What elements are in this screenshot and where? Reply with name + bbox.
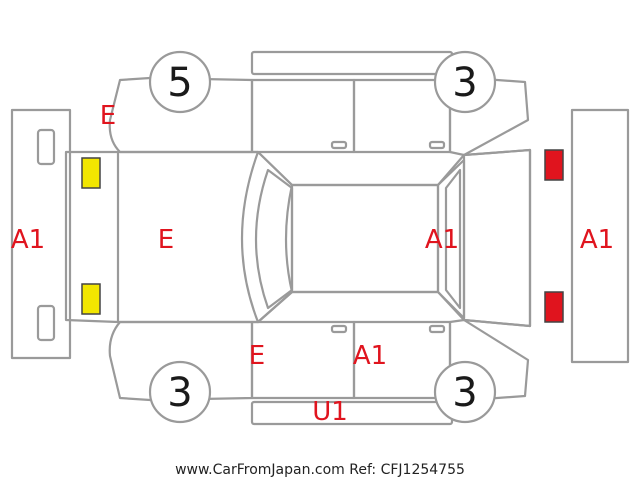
rear-bumper-panel bbox=[570, 108, 630, 364]
front-bumper-panel bbox=[10, 108, 72, 360]
rear-bumper-mark: A1 bbox=[580, 225, 614, 255]
windshield-inner bbox=[254, 168, 294, 310]
front-right-tire-circle bbox=[433, 50, 497, 114]
front-right-headlamp bbox=[81, 283, 101, 315]
front-bumper-mark: A1 bbox=[11, 225, 45, 255]
upper-rear-handle bbox=[428, 140, 446, 150]
rear-left-taillamp bbox=[544, 149, 564, 181]
rear-left-tire-rating: 3 bbox=[167, 370, 192, 416]
reference-footer: www.CarFromJapan.com Ref: CFJ1254755 bbox=[175, 462, 465, 478]
rear-right-tire-circle bbox=[433, 360, 497, 424]
rear-right-tire-rating: 3 bbox=[452, 370, 477, 416]
front-right-tire-rating: 3 bbox=[452, 60, 477, 106]
roof-outline bbox=[284, 183, 440, 294]
hood-mark: E bbox=[158, 225, 174, 255]
rear-left-tire-circle bbox=[148, 360, 212, 424]
upper-rocker bbox=[250, 50, 454, 76]
front-right-fog-recess bbox=[36, 304, 56, 342]
left-rocker-mark: U1 bbox=[312, 397, 348, 427]
front-left-fender-mark: E bbox=[100, 101, 116, 131]
lower-front-door bbox=[250, 320, 356, 400]
roof-right-side-mark: A1 bbox=[425, 225, 459, 255]
rear-right-taillamp bbox=[544, 291, 564, 323]
rear-glass-inner bbox=[444, 168, 462, 310]
lower-front-handle bbox=[330, 324, 348, 334]
left-front-door-mark: A1 bbox=[353, 341, 387, 371]
lower-rocker bbox=[250, 400, 454, 426]
lower-rear-handle bbox=[428, 324, 446, 334]
front-left-headlamp bbox=[81, 157, 101, 189]
upper-front-handle bbox=[330, 140, 348, 150]
tailgate-outline bbox=[462, 148, 532, 328]
left-rear-door-mark: E bbox=[249, 341, 265, 371]
front-left-tire-circle bbox=[148, 50, 212, 114]
front-left-tire-rating: 5 bbox=[167, 60, 192, 106]
front-left-fog-recess bbox=[36, 128, 56, 166]
